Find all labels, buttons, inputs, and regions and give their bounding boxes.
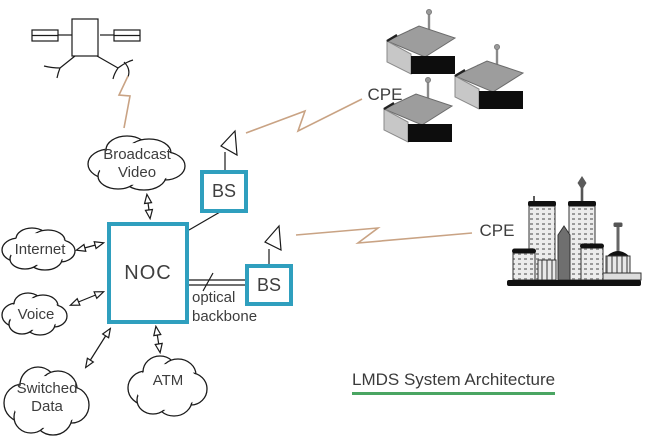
cloud-switched-data [3, 366, 90, 436]
cloud-label-internet: Internet [14, 241, 66, 258]
antenna-icon-bs-top [220, 129, 238, 170]
optical-backbone-label: optical backbone [192, 289, 258, 325]
satellite-icon [31, 18, 141, 80]
bs-bottom-label: BS [256, 274, 281, 295]
lightning-bolt-icon-bs-top-cpe [245, 98, 363, 134]
diagram-title: LMDS System Architecture [352, 370, 556, 395]
antenna-icon-bs-bottom [264, 224, 282, 264]
lightning-bolt-icon-satellite [117, 75, 131, 129]
city-buildings-icon [507, 176, 642, 286]
optical-backbone-lines [189, 272, 245, 292]
bs-top-box: BS [200, 170, 248, 213]
arrow-switched-data-noc [86, 329, 110, 367]
cpe-houses-label: CPE [367, 85, 403, 104]
cloud-broadcast-video [87, 135, 186, 191]
arrow-internet-noc [77, 243, 103, 250]
arrow-voice-noc [71, 292, 103, 305]
bs-top-label: BS [211, 181, 236, 201]
arrow-broadcast-noc [147, 195, 150, 218]
house-icon-3 [382, 77, 454, 143]
lightning-bolt-icon-bs-bottom-cpe [295, 226, 473, 245]
bs-bottom-box: BS [245, 264, 293, 306]
cloud-label-voice: Voice [17, 306, 55, 323]
noc-box: NOC [107, 222, 189, 324]
cloud-label-switched-data: Switched Data [16, 380, 78, 415]
house-icon-1 [385, 9, 457, 75]
cpe-city-label: CPE [479, 221, 515, 240]
link-noc-bs-top [188, 211, 221, 231]
cloud-atm [127, 355, 208, 417]
cloud-label-atm: ATM [152, 372, 184, 389]
arrow-atm-noc [156, 327, 160, 352]
cloud-label-broadcast-video: Broadcast Video [103, 146, 171, 181]
noc-label: NOC [124, 261, 172, 284]
house-icon-2 [453, 44, 525, 110]
cloud-voice [1, 292, 68, 336]
